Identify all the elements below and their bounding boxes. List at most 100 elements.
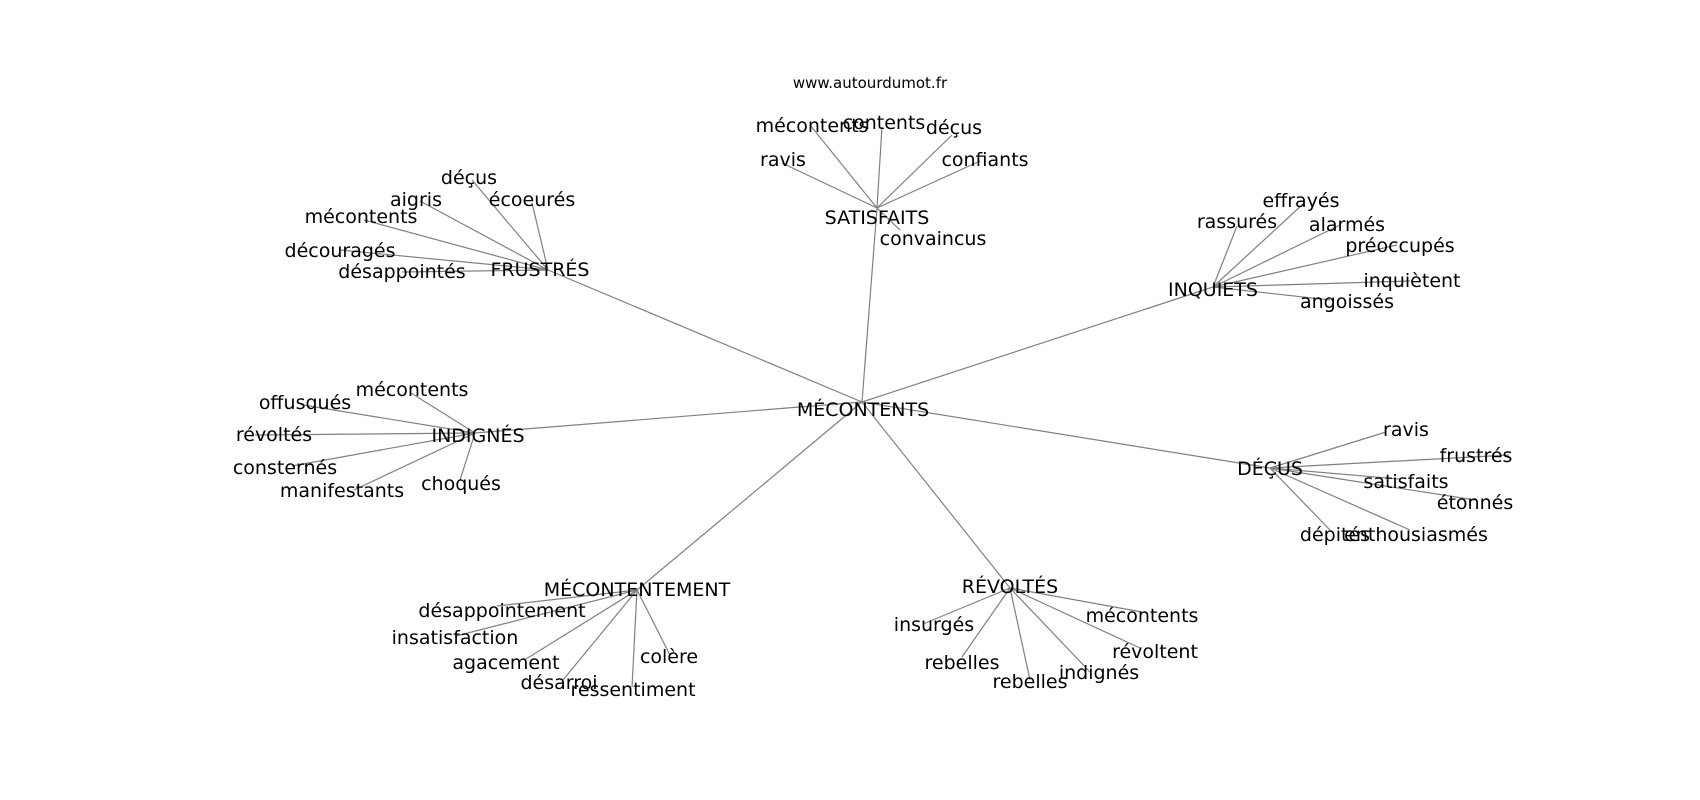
leaf-node-frustres-1: aigris [390,189,442,211]
edge-decus-leaf-3 [1269,467,1476,501]
leaf-node-mecontentement-1: insatisfaction [392,627,519,649]
leaf-node-decus-1: frustrés [1440,445,1513,467]
edge-mecontentement-leaf-4 [562,589,638,681]
edge-frustres-leaf-0 [471,179,549,271]
edge-decus-leaf-4 [1269,467,1331,531]
edge-satisfaits-leaf-1 [876,126,883,209]
edge-revoltes-leaf-2 [1009,587,1141,649]
hub-node-indignes: INDIGNÉS [431,424,524,447]
edge-center-frustres [547,269,863,403]
leaf-node-inquiets-2: alarmés [1309,214,1385,236]
leaf-node-mecontentement-0: désappointement [418,600,585,622]
leaf-node-indignes-0: mécontents [356,379,469,401]
leaf-node-indignes-2: révoltés [236,424,312,446]
edge-satisfaits-leaf-3 [781,162,878,209]
edge-revoltes-leaf-1 [1009,587,1143,613]
edge-decus-leaf-5 [1269,467,1411,531]
center-node-label: MÉCONTENTS [797,398,929,421]
edge-mecontentement-leaf-2 [525,589,638,660]
edge-center-mecontentement [636,401,863,591]
leaf-node-revoltes-4: rebelles [993,671,1068,693]
edge-mecontentement-leaf-1 [455,589,638,637]
hub-node-inquiets: INQUIETS [1168,279,1258,301]
hub-node-revoltes: RÉVOLTÉS [962,575,1058,598]
leaf-node-mecontentement-2: agacement [452,652,559,674]
edge-revoltes-leaf-0 [922,587,1011,625]
leaf-node-revoltes-1: mécontents [1086,605,1199,627]
leaf-node-indignes-3: consternés [233,457,337,479]
source-credit: www.autourdumot.fr [793,74,948,92]
edge-inquiets-leaf-1 [1212,225,1238,288]
leaf-node-mecontentement-3: colère [640,646,698,668]
leaf-node-decus-5: enthousiasmés [1344,524,1488,546]
leaf-node-inquiets-4: inquiètent [1363,270,1460,292]
edge-center-inquiets [861,286,1214,403]
leaf-node-satisfaits-3: ravis [760,149,806,171]
leaf-node-inquiets-1: rassurés [1197,211,1277,233]
graph-edges [254,124,1510,688]
leaf-node-revoltes-5: indignés [1059,662,1139,684]
edge-mecontentement-leaf-5 [631,589,638,688]
edge-indignes-leaf-0 [410,392,476,434]
edge-satisfaits-leaf-4 [876,160,981,209]
leaf-node-revoltes-2: révoltent [1112,641,1198,663]
leaf-node-satisfaits-4: confiants [941,149,1028,171]
leaf-node-decus-0: ravis [1383,419,1429,441]
leaf-node-decus-3: étonnés [1437,492,1513,514]
leaf-node-inquiets-3: préoccupés [1345,235,1454,257]
edge-frustres-leaf-3 [363,219,549,271]
edge-satisfaits-leaf-2 [876,134,953,209]
leaf-node-frustres-5: désappointés [338,261,465,283]
leaf-node-revoltes-3: rebelles [925,652,1000,674]
edge-decus-leaf-1 [1269,454,1510,469]
edge-frustres-leaf-1 [419,200,549,271]
edge-indignes-leaf-1 [302,404,476,434]
edge-inquiets-leaf-3 [1212,244,1398,288]
leaf-node-satisfaits-5: convaincus [880,228,987,250]
edge-revoltes-leaf-3 [961,587,1011,658]
edge-frustres-leaf-4 [339,249,549,271]
edge-decus-leaf-2 [1269,467,1400,480]
leaf-node-revoltes-0: insurgés [894,614,974,636]
hub-node-frustres: FRUSTRÉS [491,258,590,281]
leaf-node-indignes-4: manifestants [280,480,404,502]
edge-inquiets-leaf-2 [1212,224,1341,288]
edge-frustres-leaf-5 [401,269,549,273]
edge-satisfaits-leaf-0 [809,124,878,209]
leaf-node-decus-2: satisfaits [1363,471,1448,493]
edge-revoltes-leaf-5 [1009,587,1091,673]
edge-indignes-leaf-2 [254,432,476,436]
edge-mecontentement-leaf-3 [636,589,671,656]
leaf-node-frustres-4: découragés [285,240,396,262]
edge-center-satisfaits [861,207,878,403]
edge-inquiets-leaf-4 [1212,280,1411,288]
hub-node-mecontentement: MÉCONTENTEMENT [544,578,731,601]
edge-decus-leaf-0 [1269,431,1387,469]
leaf-node-satisfaits-2: déçus [926,117,982,139]
leaf-node-indignes-1: offusqués [259,392,351,414]
edge-indignes-leaf-5 [459,432,476,481]
leaf-node-indignes-5: choqués [421,473,501,495]
leaf-node-mecontentement-4: désarroi [520,672,597,694]
edge-mecontentement-leaf-0 [496,589,638,607]
edge-center-indignes [474,401,863,434]
leaf-node-satisfaits-1: contents [843,112,926,134]
graph-labels: www.autourdumot.fr MÉCONTENTS SATISFAITS… [233,74,1513,701]
edge-frustres-leaf-2 [531,202,549,271]
edge-indignes-leaf-3 [291,432,476,467]
edge-center-revoltes [861,401,1011,589]
hub-node-decus: DÉÇUS [1237,457,1303,480]
leaf-node-inquiets-0: effrayés [1262,190,1339,212]
edge-inquiets-leaf-5 [1212,286,1331,301]
leaf-node-frustres-0: déçus [441,167,497,189]
leaf-node-inquiets-5: angoissés [1300,291,1394,313]
edge-inquiets-leaf-0 [1212,203,1304,288]
leaf-node-satisfaits-0: mécontents [756,115,869,137]
leaf-node-decus-4: dépités [1300,524,1370,546]
edge-revoltes-leaf-4 [1009,587,1031,681]
leaf-node-frustres-3: mécontents [305,206,418,228]
edge-satisfaits-leaf-5 [876,207,901,231]
hub-node-satisfaits: SATISFAITS [825,207,930,229]
edge-center-decus [861,401,1271,469]
